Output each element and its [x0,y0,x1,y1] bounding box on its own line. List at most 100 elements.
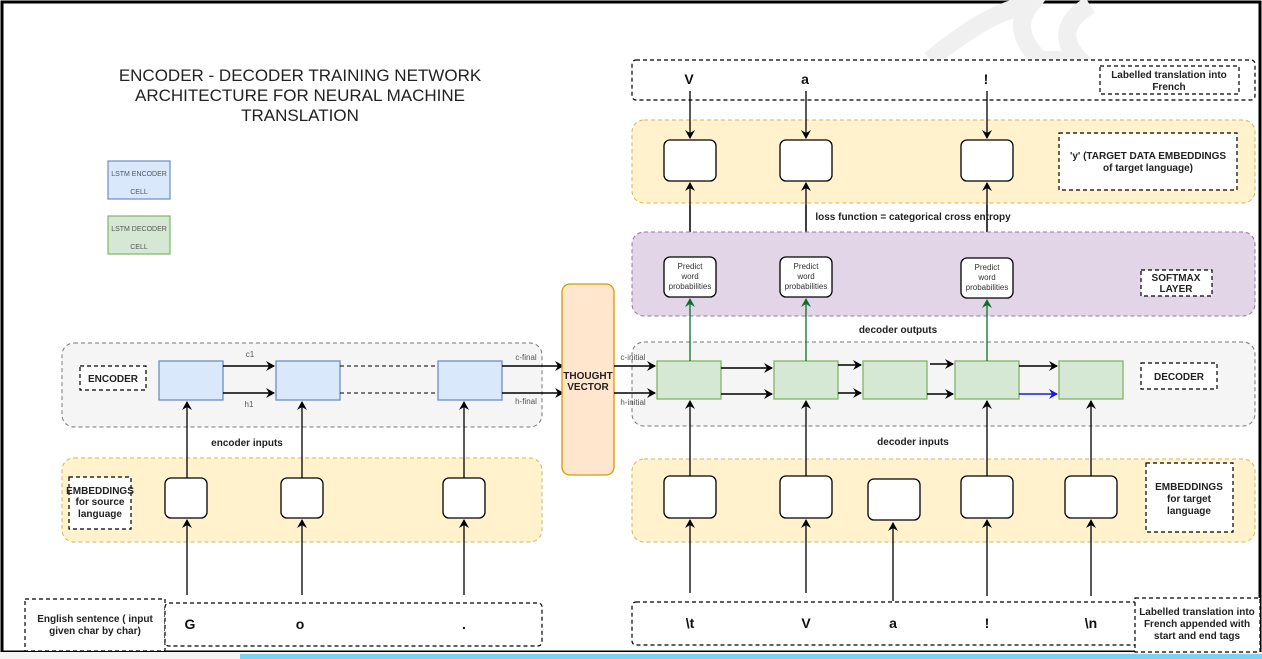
title-line-1: ENCODER - DECODER TRAINING NETWORK [119,66,482,85]
softmax-node-1-line1: Predict [678,262,704,271]
decoder-cell-1 [656,360,722,400]
softmax-node-3-line2: word [977,273,995,282]
h-initial-label: h-initial [620,398,646,407]
encoder-cell-1 [158,360,224,401]
decoder-outputs-label: decoder outputs [859,325,938,336]
target-output-char-1: V [684,71,694,87]
encoder-cell-2 [275,360,341,401]
encoder-cell-3 [437,360,503,401]
thought-vector [561,283,615,476]
encoder-label: ENCODER [88,374,139,385]
softmax-node-1: Predict word probabilities [663,256,717,298]
target-embedding-node-2 [779,475,833,519]
target-embeddings-label-1: EMBEDDINGS [1155,482,1223,493]
target-input-char-2: V [801,615,811,631]
softmax-node-1-line3: probabilities [669,282,712,291]
softmax-label-2: LAYER [1160,284,1194,295]
target-y-label-1: 'y' (TARGET DATA EMBEDDINGS [1070,151,1226,162]
c1-label: c1 [246,350,255,359]
c-final-label: c-final [515,353,537,362]
title-line-2: ARCHITECTURE FOR NEURAL MACHINE [135,86,465,105]
source-embedding-node-3 [442,477,486,519]
target-y-node-3 [960,139,1014,182]
target-output-label-box [1099,65,1240,95]
encoder-label-box [79,365,147,391]
source-char-3: . [462,616,466,632]
source-embedding-node-1 [164,477,208,519]
target-embedding-node-5 [1064,475,1118,519]
target-output-label-1: Labelled translation into [1111,70,1227,81]
source-sentence-box [164,602,543,647]
softmax-node-2-line3: probabilities [785,282,828,291]
target-input-box [631,601,1141,646]
target-embedding-node-3 [867,478,921,521]
target-input-label-1: Labelled translation into [1139,607,1255,618]
softmax-node-3-line3: probabilities [966,283,1009,292]
decoder-cell-2 [773,360,839,400]
source-embeddings-label-3: language [78,509,122,520]
encoder-inputs-label: encoder inputs [211,438,283,449]
decoder-cell-4 [954,360,1020,400]
legend-encoder-line2: CELL [130,189,148,196]
target-output-box [631,59,1256,101]
target-y-node-1 [663,139,717,182]
target-input-char-4: ! [985,615,990,631]
softmax-label-1: SOFTMAX [1152,273,1201,284]
target-input-label-2: French appended with [1144,619,1250,630]
target-input-label-3: start and end tags [1154,631,1241,642]
loss-function-label: loss function = categorical cross entrop… [815,212,1011,223]
softmax-node-2: Predict word probabilities [779,256,833,298]
decoder-label-box [1140,362,1218,390]
decoder-cell-3 [862,360,928,400]
legend-encoder-line1: LSTM ENCODER [111,171,167,178]
decoder-label: DECODER [1154,372,1205,383]
thought-vector-label-2: VECTOR [567,382,609,393]
target-embedding-node-4 [960,475,1014,519]
target-input-char-5: \n [1085,615,1097,631]
target-output-char-2: a [801,71,809,87]
source-sentence-label-2: given char by char) [49,626,141,637]
target-input-char-3: a [889,615,897,631]
bottom-accent [240,654,1262,659]
legend-decoder-line2: CELL [130,244,148,251]
target-output-char-3: ! [984,71,989,87]
decoder-cell-5 [1058,360,1124,400]
h1-label: h1 [245,400,254,409]
legend-decoder-line1: LSTM DECODER [111,226,167,233]
target-y-label-2: of target language) [1103,163,1193,174]
source-sentence-label-1: English sentence ( input [37,614,153,625]
source-sentence-label-box [24,598,166,652]
softmax-node-2-line2: word [796,272,814,281]
softmax-node-3-line1: Predict [975,263,1001,272]
target-output-label-2: French [1152,82,1185,93]
softmax-node-1-line2: word [680,272,698,281]
softmax-label-box [1140,269,1213,297]
softmax-node-2-line1: Predict [794,262,820,271]
target-embeddings-label-2: for target [1167,494,1212,505]
target-embeddings-label-3: language [1167,506,1211,517]
thought-vector-label-1: THOUGHT [563,371,612,382]
source-embeddings-label-2: for source [76,497,125,508]
decoder-inputs-label: decoder inputs [877,437,949,448]
legend-decoder: LSTM DECODER CELL [107,215,171,255]
source-char-2: o [296,616,305,632]
title-line-3: TRANSLATION [241,106,359,125]
target-input-char-1: \t [686,615,695,631]
target-y-node-2 [779,139,833,182]
c-initial-label: c-initial [621,353,646,362]
source-char-1: G [185,616,196,632]
watermark [924,0,1102,69]
target-input-label-box [1134,597,1261,653]
source-embeddings-label-box [68,476,132,530]
legend-encoder: LSTM ENCODER CELL [107,160,171,200]
h-final-label: h-final [515,397,537,406]
softmax-node-3: Predict word probabilities [960,257,1014,299]
target-embedding-node-1 [663,475,717,519]
target-embeddings-label-box [1145,462,1234,533]
source-embeddings-label-1: EMBEDDINGS [66,486,134,497]
source-embedding-node-2 [280,477,324,519]
diagram-title: ENCODER - DECODER TRAINING NETWORK ARCHI… [119,66,482,125]
target-y-label-box [1058,132,1238,191]
